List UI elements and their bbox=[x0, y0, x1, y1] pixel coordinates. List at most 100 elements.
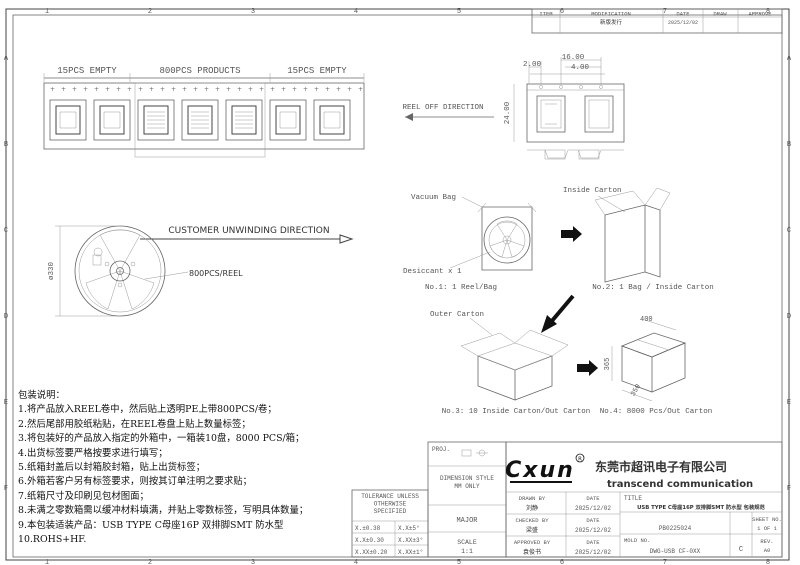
tape-detail-view: 16.00 2.00 4.00 24.00 bbox=[504, 54, 625, 160]
row-marker: E bbox=[4, 399, 8, 407]
sprocket-hole: + bbox=[292, 86, 297, 93]
column-marker: 2 bbox=[148, 8, 152, 16]
dim-365: 365 bbox=[604, 358, 612, 371]
sprocket-hole: + bbox=[83, 86, 88, 93]
step3-label: No.3: 10 Inside Carton/Out Carton bbox=[442, 408, 591, 416]
date-label-1: DATE bbox=[586, 495, 600, 502]
column-marker: 3 bbox=[251, 8, 255, 16]
tolerance-value: X.±0.38 bbox=[355, 525, 381, 532]
approved-by-label: APPROVED BY bbox=[514, 539, 551, 546]
arrow-step2-to-3 bbox=[541, 294, 575, 333]
proj-label: PROJ. bbox=[432, 446, 450, 453]
note-item: 10.ROHS+HF. bbox=[18, 534, 87, 546]
reel-off-direction: REEL OFF DIRECTION bbox=[402, 104, 483, 112]
revision-table: ITEM MODIFICATION DATE DRAW APPROVE 新版发行… bbox=[531, 8, 783, 34]
carrier-tape: 15PCS EMPTY 800PCS PRODUCTS 15PCS EMPTY … bbox=[43, 66, 494, 158]
column-marker: 2 bbox=[148, 559, 152, 565]
sprocket-hole: + bbox=[94, 86, 99, 93]
column-marker: 4 bbox=[354, 8, 358, 16]
rev-label: REV. bbox=[760, 538, 773, 545]
approved-by-name: 袁俊书 bbox=[523, 548, 541, 556]
part-number: PB0225024 bbox=[659, 525, 692, 532]
note-item: 6.外箱若客户另有标签要求，则按其订单注明之要求贴； bbox=[18, 476, 252, 488]
sprocket-hole: + bbox=[160, 86, 165, 93]
rev-header-date: DATE bbox=[676, 11, 690, 18]
note-item: 2.然后尾部用胶纸粘贴，在REEL卷盘上贴上数量标签； bbox=[18, 418, 251, 430]
customer-unwinding-direction: CUSTOMER UNWINDING DIRECTION bbox=[168, 226, 329, 236]
sprocket-hole: + bbox=[193, 86, 198, 93]
column-marker: 6 bbox=[560, 8, 564, 16]
dim-4: 4.00 bbox=[571, 64, 590, 72]
column-marker: 7 bbox=[663, 559, 667, 565]
company-name-en: transcend communication bbox=[607, 479, 753, 490]
column-marker: 1 bbox=[45, 559, 49, 565]
row-marker: B bbox=[4, 141, 8, 149]
outer-carton: Outer Carton No.3: 10 Inside Carton/Out … bbox=[430, 311, 590, 416]
step4-label: No.4: 8000 Pcs/Out Carton bbox=[600, 408, 713, 416]
tape-section-left: 15PCS EMPTY bbox=[57, 66, 117, 76]
tolerance-value: X.XX±0.20 bbox=[355, 549, 388, 556]
sprocket-hole: + bbox=[237, 86, 242, 93]
rev-header-approve: APPROVE bbox=[748, 11, 772, 18]
sprocket-hole: + bbox=[171, 86, 176, 93]
final-carton: 400 365 350 No.4: 8000 Pcs/Out Carton bbox=[600, 316, 713, 416]
sprocket-hole: + bbox=[182, 86, 187, 93]
rev-modification: 新版发行 bbox=[600, 18, 623, 26]
note-item: 5.纸箱封盖后以封箱胶封箱，贴上出货标签； bbox=[18, 462, 206, 474]
tape-section-right: 15PCS EMPTY bbox=[287, 66, 347, 76]
tape-pocket bbox=[137, 99, 175, 141]
rev-header-draw: DRAW bbox=[713, 11, 727, 18]
date-value-3: 2025/12/02 bbox=[575, 549, 611, 556]
reel-drawing: CUSTOMER UNWINDING DIRECTION ø330 800PCS… bbox=[48, 225, 354, 317]
rev-date: 2025/12/02 bbox=[668, 20, 698, 26]
sprocket-hole: + bbox=[259, 86, 264, 93]
outer-carton-label: Outer Carton bbox=[430, 311, 484, 319]
sprocket-hole: + bbox=[50, 86, 55, 93]
sprocket-hole: + bbox=[303, 86, 308, 93]
tape-section-mid: 800PCS PRODUCTS bbox=[159, 66, 240, 76]
row-marker: F bbox=[787, 485, 791, 493]
column-marker: 8 bbox=[766, 8, 770, 16]
tape-pocket bbox=[269, 99, 307, 141]
sprocket-hole: + bbox=[149, 86, 154, 93]
arrow-step3-to-4 bbox=[577, 360, 598, 376]
row-marker: D bbox=[4, 313, 8, 321]
sheet-value: 1 OF 1 bbox=[757, 525, 778, 532]
sprocket-hole: + bbox=[314, 86, 319, 93]
mold-no-label: MOLD NO. bbox=[624, 537, 650, 544]
note-item: 9.本包装适装产品：USB TYPE C母座16P 双排脚SMT 防水型 bbox=[18, 519, 284, 531]
vacuum-bag-label: Vacuum Bag bbox=[411, 194, 456, 202]
note-item: 8.未满之零数箱需以缓冲材料填满，并贴上零数标签，写明具体数量； bbox=[18, 505, 309, 517]
notes-title: 包装说明： bbox=[18, 390, 65, 401]
vacuum-bag: Vacuum Bag Desiccant x 1 No.1: 1 Reel/Ba… bbox=[403, 194, 537, 292]
date-value-1: 2025/12/02 bbox=[575, 505, 611, 512]
tape-pocket bbox=[49, 99, 87, 141]
scale-value: 1:1 bbox=[461, 548, 473, 555]
sprocket-hole: + bbox=[72, 86, 77, 93]
reel-diameter: ø330 bbox=[48, 262, 56, 281]
scale-label: SCALE bbox=[457, 539, 477, 546]
outer-frame bbox=[5, 8, 790, 561]
mold-no: DWG-USB CF-0XX bbox=[650, 548, 701, 555]
row-marker: F bbox=[4, 485, 8, 493]
dim-400: 400 bbox=[640, 316, 653, 324]
date-label-2: DATE bbox=[586, 517, 600, 524]
column-marker: 6 bbox=[560, 559, 564, 565]
tape-pocket bbox=[225, 99, 263, 141]
step2-label: No.2: 1 Bag / Inside Carton bbox=[592, 284, 714, 292]
sprocket-hole: + bbox=[116, 86, 121, 93]
tolerance-value: X.X±0.30 bbox=[355, 537, 384, 544]
checked-by-name: 梁盛 bbox=[526, 526, 538, 534]
column-marker: 3 bbox=[251, 559, 255, 565]
note-item: 4.出货标签要严格按要求进行填写； bbox=[18, 447, 168, 459]
date-value-2: 2025/12/02 bbox=[575, 527, 611, 534]
note-item: 3.将包装好的产品放入指定的外箱中，一箱装10盘，8000 PCS/箱； bbox=[18, 433, 305, 445]
row-marker: A bbox=[787, 55, 792, 63]
inside-carton-label: Inside Carton bbox=[563, 187, 622, 195]
tape-pocket bbox=[93, 99, 131, 141]
dim-350: 350 bbox=[630, 383, 643, 398]
